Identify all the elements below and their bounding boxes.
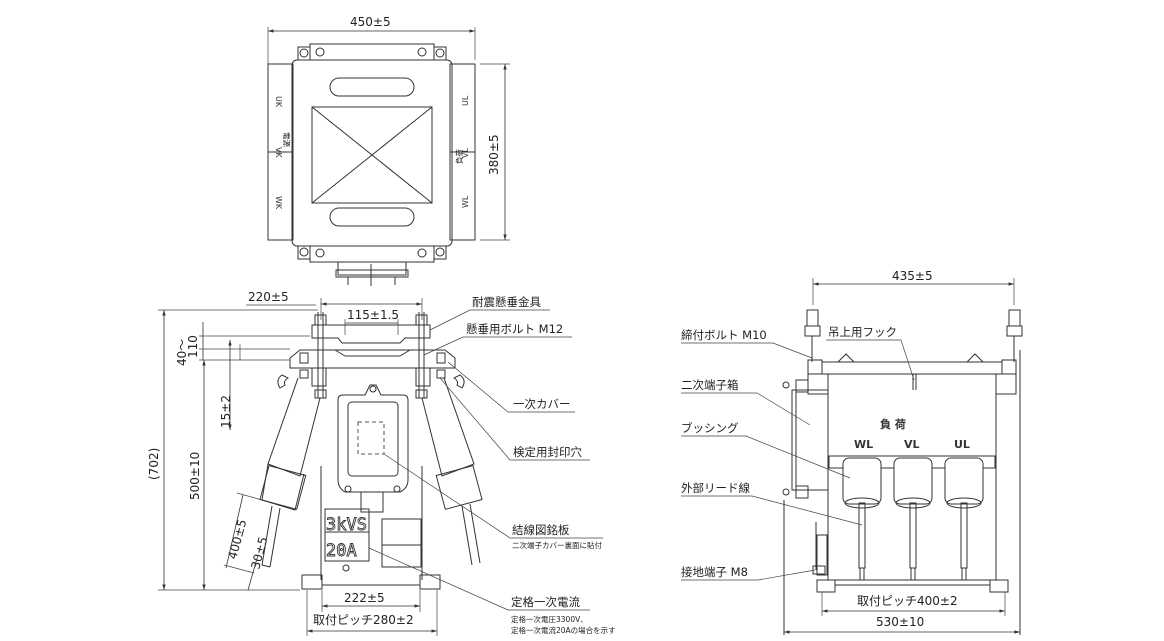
dim-15: 15±2 bbox=[219, 395, 233, 428]
terminal-VL: VL bbox=[904, 438, 920, 451]
label-source: 電源 bbox=[282, 132, 291, 147]
callout-hanging-bolt: 懸垂用ボルト M12 bbox=[466, 322, 563, 336]
dim-30: 30±5 bbox=[248, 535, 270, 570]
dim-222: 222±5 bbox=[344, 591, 385, 605]
dim-mount-pitch-400: 取付ピッチ400±2 bbox=[857, 594, 958, 608]
label-VK: VK bbox=[274, 147, 283, 158]
callout-external-lead: 外部リード線 bbox=[681, 481, 750, 495]
plate-current: 20A bbox=[326, 541, 357, 561]
callout-bushing: ブッシング bbox=[681, 421, 739, 435]
core-cross-box bbox=[311, 106, 433, 204]
secondary-terminal-box bbox=[791, 389, 829, 491]
label-load: 負荷 bbox=[454, 149, 464, 164]
label-UK: UK bbox=[274, 96, 283, 108]
top-view: 450±5 380±5 bbox=[267, 15, 510, 286]
label-VL: VL bbox=[461, 148, 470, 158]
transformer-body-top bbox=[291, 59, 453, 247]
dim-435: 435±5 bbox=[892, 269, 933, 283]
dim-mount-pitch-280: 取付ピッチ280±2 bbox=[313, 613, 414, 627]
left-primary-bushing bbox=[267, 377, 321, 477]
callout-fastening-bolt: 締付ボルト M10 bbox=[681, 328, 767, 342]
callout-secondary-box: 二次端子箱 bbox=[681, 378, 739, 392]
right-primary-bushing bbox=[421, 377, 475, 477]
lifting-slot-top bbox=[329, 77, 415, 97]
bushing-WL bbox=[842, 457, 882, 581]
dim-40-110-b: 110 bbox=[186, 335, 200, 358]
callout-rated-note-1: 定格一次電圧3300V、 bbox=[511, 614, 588, 624]
secondary-terminal-cover bbox=[381, 518, 422, 568]
terminal-UL: UL bbox=[954, 438, 970, 451]
label-WL: WL bbox=[461, 195, 470, 208]
dim-40-110-a: 40〜 bbox=[175, 339, 189, 366]
dim-380: 380±5 bbox=[487, 134, 501, 175]
callout-rated-note-2: 定格一次電流20Aの場合を示す bbox=[511, 625, 616, 635]
callout-lifting-hook: 吊上用フック bbox=[828, 325, 897, 339]
dim-220: 220±5 bbox=[248, 290, 289, 304]
seismic-hanger-bracket bbox=[311, 324, 431, 344]
plate-capacity: 3kVS bbox=[326, 515, 367, 535]
bushing-VL bbox=[893, 457, 933, 581]
top-rail bbox=[821, 361, 1003, 375]
load-label: 負 荷 bbox=[880, 417, 906, 431]
dim-115: 115±1.5 bbox=[347, 308, 399, 322]
dim-450: 450±5 bbox=[350, 15, 391, 29]
dim-702: (702) bbox=[147, 448, 161, 480]
callout-seismic-hanger: 耐震懸垂金具 bbox=[472, 295, 541, 309]
lifting-slot-bottom bbox=[329, 207, 415, 227]
callout-wiring-plate: 結線図銘板 bbox=[512, 523, 570, 537]
callout-ground-terminal: 接地端子 M8 bbox=[681, 565, 748, 579]
wiring-nameplate-frame bbox=[337, 384, 409, 493]
dim-400: 400±5 bbox=[225, 518, 249, 561]
callout-seal-hole: 検定用封印穴 bbox=[513, 445, 582, 459]
callout-rated-current: 定格一次電流 bbox=[511, 595, 580, 609]
label-WK: WK bbox=[274, 196, 283, 210]
wiring-nameplate-location bbox=[357, 421, 385, 455]
callout-primary-cover: 一次カバー bbox=[513, 397, 571, 411]
primary-cover-plate bbox=[289, 349, 456, 369]
callout-wiring-plate-note: 二次端子カバー裏面に貼付 bbox=[512, 540, 602, 550]
dim-530: 530±10 bbox=[876, 615, 924, 629]
side-view: 435±5 負 荷 WL VL UL bbox=[681, 269, 1023, 635]
label-UL: UL bbox=[461, 95, 470, 106]
rated-current-plate bbox=[324, 508, 370, 562]
terminal-WL: WL bbox=[854, 438, 873, 451]
front-view: 220±5 115±1.5 (702) 40〜 110 15±2 500±10 … bbox=[147, 290, 616, 636]
dim-500: 500±10 bbox=[188, 452, 202, 500]
bushing-UL bbox=[944, 457, 984, 581]
